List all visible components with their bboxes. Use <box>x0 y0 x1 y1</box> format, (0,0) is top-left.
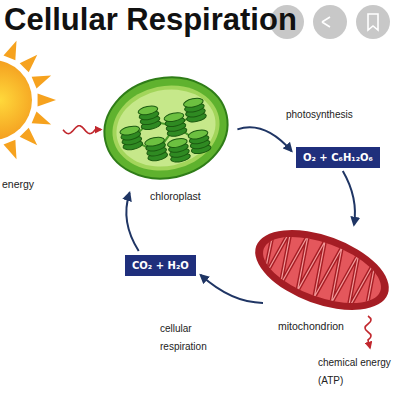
cycle-arrow <box>63 126 101 134</box>
process-label: photosynthesis <box>286 109 353 120</box>
process-label: cellular respiration <box>160 323 207 352</box>
node-label: energy <box>2 178 34 190</box>
icon-circle <box>356 5 390 39</box>
icon-circle <box>313 5 347 39</box>
label-wrap: chemical energy (ATP) <box>318 352 398 388</box>
label-wrap: energy <box>2 174 34 192</box>
reactant-box: CO₂ + H₂O <box>125 255 196 276</box>
sun-ray <box>32 112 51 125</box>
cycle-arrow <box>201 275 263 303</box>
energy-squiggle <box>365 316 371 348</box>
node-label: mitochondrion <box>278 320 344 332</box>
sun-ray <box>4 140 17 159</box>
mitochondrion-node: mitochondrion <box>248 222 396 336</box>
mitochondrion-illustration <box>248 222 396 314</box>
box-text: O₂ + C₆H₁₂O₆ <box>303 152 373 163</box>
share-glyph <box>322 17 330 27</box>
bookmark-glyph <box>368 14 378 30</box>
chloroplast-node: chloroplast <box>100 72 232 206</box>
sun-ray <box>32 76 51 89</box>
label-wrap: chloroplast <box>150 186 201 204</box>
diagram-title: Cellular Respiration <box>4 2 297 38</box>
label-wrap: cellular respiration <box>160 318 220 354</box>
chloroplast-illustration <box>100 72 232 184</box>
label-wrap: photosynthesis <box>286 104 376 122</box>
box-text: CO₂ + H₂O <box>132 260 189 271</box>
sun-ray <box>20 128 38 146</box>
energy-label: chemical energy (ATP) <box>318 357 391 386</box>
node-label: chloroplast <box>150 190 201 202</box>
cycle-arrow <box>237 127 291 151</box>
sun-ray <box>38 94 56 107</box>
sun-node: energy <box>0 50 60 195</box>
sun-ray <box>4 41 17 60</box>
product-box: O₂ + C₆H₁₂O₆ <box>296 147 380 168</box>
label-wrap: mitochondrion <box>278 316 344 334</box>
cycle-arrow <box>126 193 138 251</box>
sun-illustration <box>0 50 60 195</box>
cycle-arrow <box>343 171 355 225</box>
sun-ray <box>20 55 38 73</box>
